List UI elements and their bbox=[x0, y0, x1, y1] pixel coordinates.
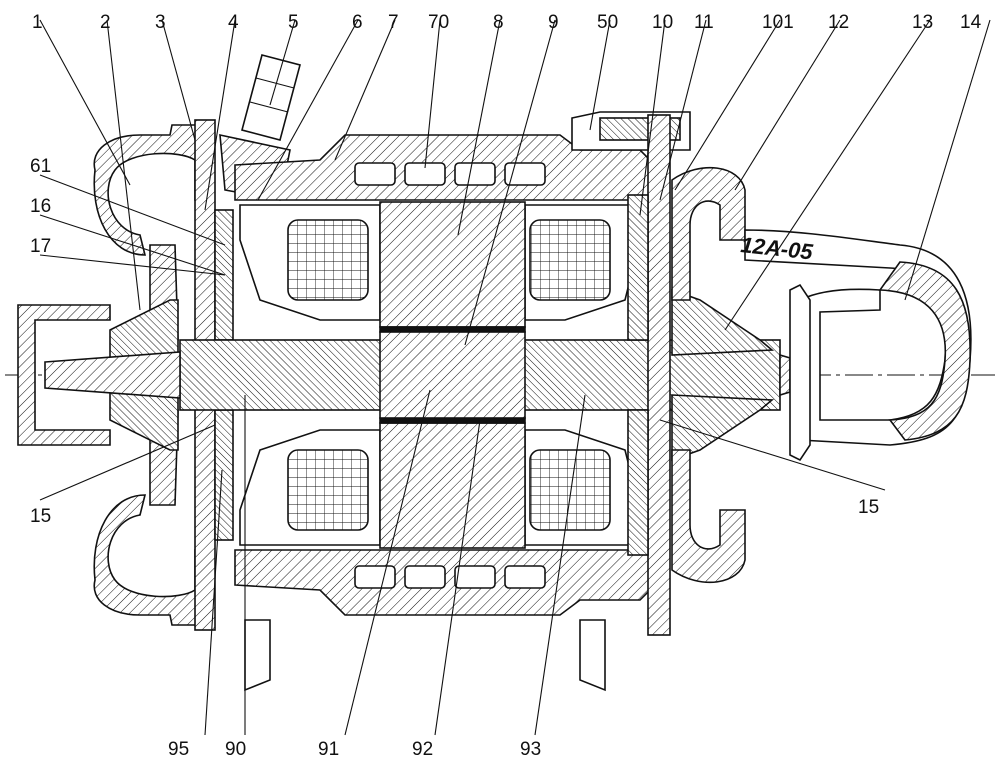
label-part-5: 5 bbox=[288, 12, 299, 33]
label-part-12: 12 bbox=[828, 12, 849, 33]
leader-lines bbox=[39, 19, 991, 736]
left-inlet-pipe bbox=[17, 304, 111, 446]
label-part-14: 14 bbox=[960, 12, 982, 33]
label-part-15-right: 15 bbox=[858, 497, 879, 518]
label-part-15-left: 15 bbox=[30, 506, 51, 527]
part-labels: 1 2 3 4 5 6 7 70 8 9 50 10 11 101 12 13 … bbox=[30, 12, 982, 760]
right-impeller bbox=[671, 288, 775, 462]
label-part-13: 13 bbox=[912, 12, 933, 33]
label-part-8: 8 bbox=[493, 12, 504, 33]
label-part-61: 61 bbox=[30, 156, 51, 177]
label-part-7: 7 bbox=[388, 12, 399, 33]
right-bearing-plates bbox=[627, 114, 671, 636]
label-part-11: 11 bbox=[694, 12, 714, 33]
label-part-9: 9 bbox=[548, 12, 559, 33]
label-part-10: 10 bbox=[652, 12, 673, 33]
label-part-50: 50 bbox=[597, 12, 618, 33]
label-part-70: 70 bbox=[428, 12, 449, 33]
label-part-2: 2 bbox=[100, 12, 111, 33]
label-part-3: 3 bbox=[155, 12, 166, 33]
left-impeller bbox=[109, 299, 179, 451]
label-part-17: 17 bbox=[30, 236, 51, 257]
rotor-shaft bbox=[44, 331, 791, 419]
label-part-93: 93 bbox=[520, 739, 541, 760]
label-part-91: 91 bbox=[318, 739, 339, 760]
right-volute-housing bbox=[671, 166, 972, 584]
label-part-1: 1 bbox=[32, 12, 43, 33]
label-part-95: 95 bbox=[168, 739, 189, 760]
label-part-90: 90 bbox=[225, 739, 246, 760]
stator-windings bbox=[239, 204, 641, 546]
stator-core bbox=[379, 201, 526, 549]
label-part-16: 16 bbox=[30, 196, 51, 217]
label-part-101: 101 bbox=[762, 12, 794, 33]
label-part-6: 6 bbox=[352, 12, 363, 33]
label-part-92: 92 bbox=[412, 739, 433, 760]
label-part-4: 4 bbox=[228, 12, 239, 33]
